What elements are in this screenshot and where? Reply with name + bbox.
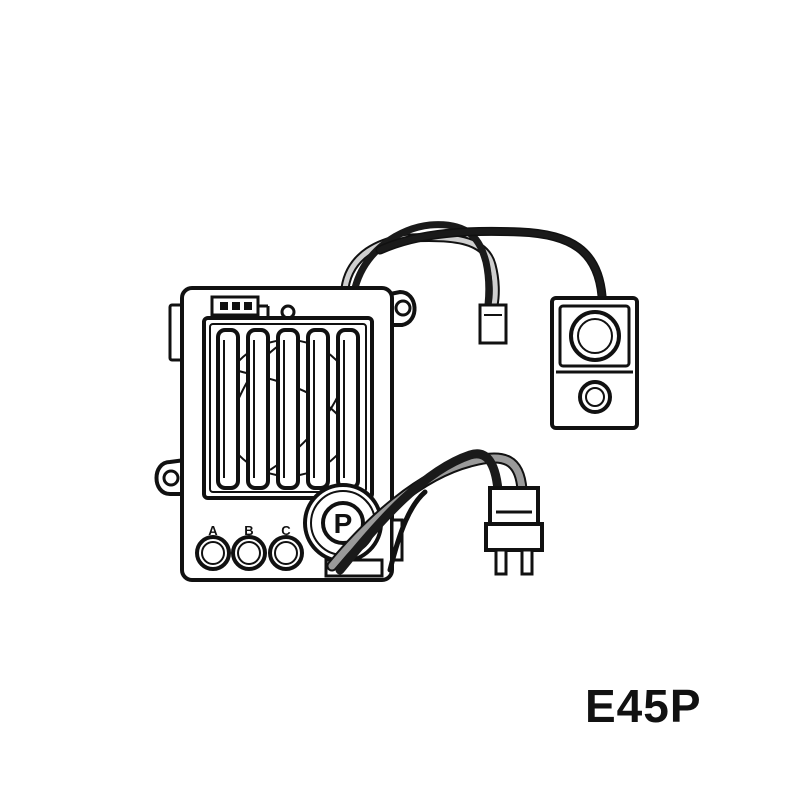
button-a[interactable] <box>195 535 231 571</box>
top-wire-harness <box>340 221 607 310</box>
power-switch-module <box>550 296 639 430</box>
setting-buttons: A B C <box>195 523 304 571</box>
model-name: E45P <box>585 680 702 732</box>
button-b[interactable] <box>231 535 267 571</box>
fan-grille <box>216 328 360 490</box>
battery-wire-harness <box>324 449 528 578</box>
cooling-fan <box>202 316 374 500</box>
button-a-label: A <box>208 523 218 538</box>
button-b-label: B <box>244 523 253 538</box>
battery-connector-plug <box>484 486 544 576</box>
signal-connector-plug <box>478 303 508 345</box>
button-c-label: C <box>281 523 291 538</box>
program-button-label: P <box>334 508 353 539</box>
button-c[interactable] <box>268 535 304 571</box>
